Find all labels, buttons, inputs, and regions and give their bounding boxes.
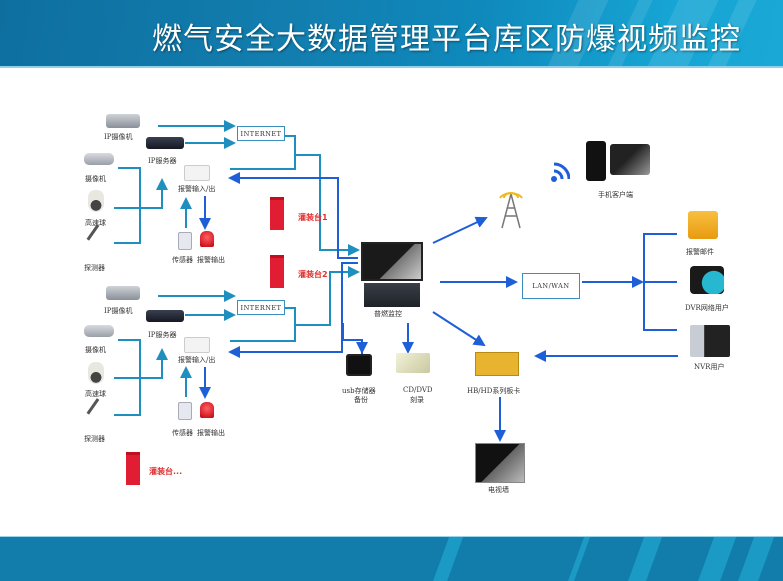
mobile-client-label: 手机客户端 [598, 191, 633, 199]
alarm-output-label: 报警输出 [197, 429, 225, 437]
tv-wall-icon [475, 443, 525, 483]
filling-station-label: 灌装台... [149, 467, 183, 476]
speed-dome-label: 高速球 [85, 219, 106, 227]
usb-storage-label: usb存储器 [342, 387, 376, 395]
ip-camera-icon [106, 286, 140, 300]
alarm-io-label: 报警输入/出 [178, 185, 216, 193]
internet-box: INTERNET [237, 300, 285, 315]
nvr-user-label: NVR用户 [694, 363, 725, 371]
alarm-light-icon [200, 402, 214, 418]
alarm-mail-icon [688, 211, 718, 239]
speed-dome-label: 高速球 [85, 390, 106, 398]
header-banner: 燃气安全大数据管理平台库区防爆视频监控 [0, 0, 783, 68]
tv-wall-label: 电视墙 [488, 486, 509, 494]
internet-box: INTERNET [237, 126, 285, 141]
alarm-io-label: 报警输入/出 [178, 356, 216, 364]
alarm-light-icon [200, 231, 214, 247]
alarm-io-icon [184, 337, 210, 353]
camera-label: 摄像机 [85, 175, 106, 183]
monitor-screen-icon [361, 242, 423, 281]
alarm-output-label: 报警输出 [197, 256, 225, 264]
sensor-icon [178, 232, 192, 250]
page-title: 燃气安全大数据管理平台库区防爆视频监控 [152, 22, 741, 57]
dvr-user-icon [690, 266, 724, 294]
filling-station-icon [126, 452, 140, 485]
cell-tower-icon [496, 188, 526, 230]
filling-station-label: 灌装台2 [298, 270, 328, 279]
footer-banner [0, 536, 783, 581]
camera-icon [84, 153, 114, 165]
filling-station-icon [270, 255, 284, 288]
monitor-label: 普燃监控 [374, 310, 402, 318]
detector-label: 探测器 [84, 435, 105, 443]
alarm-mail-label: 报警邮件 [686, 248, 714, 256]
capture-card-icon [475, 352, 519, 376]
lan-wan-box: LAN/WAN [522, 273, 580, 299]
wireless-signal-icon [550, 160, 571, 184]
tablet-icon [610, 144, 650, 175]
capture-card-label: HB/HD系列板卡 [467, 387, 521, 395]
sensor-label: 传感器 [172, 256, 193, 264]
ip-camera-label: IP摄像机 [104, 133, 133, 141]
sensor-label: 传感器 [172, 429, 193, 437]
server-chassis-icon [364, 283, 420, 307]
camera-icon [84, 325, 114, 337]
ip-camera-label: IP摄像机 [104, 307, 133, 315]
cd-dvd-icon [396, 353, 430, 373]
cd-dvd-label-2: 刻录 [410, 396, 424, 404]
dvr-user-label: DVR网络用户 [685, 304, 729, 312]
speed-dome-icon [88, 362, 104, 384]
sensor-icon [178, 402, 192, 420]
ip-server-label: IP服务器 [148, 331, 177, 339]
cd-dvd-label: CD/DVD [403, 386, 433, 394]
ip-server-icon [146, 137, 184, 149]
ip-server-label: IP服务器 [148, 157, 177, 165]
ip-camera-icon [106, 114, 140, 128]
filling-station-label: 灌装台1 [298, 213, 328, 222]
usb-storage-icon [346, 354, 372, 376]
filling-station-icon [270, 197, 284, 230]
nvr-user-icon [690, 325, 730, 357]
mobile-phone-icon [586, 141, 606, 181]
usb-storage-label-2: 备份 [354, 396, 368, 404]
ip-server-icon [146, 310, 184, 322]
detector-label: 探测器 [84, 264, 105, 272]
speed-dome-icon [88, 190, 104, 212]
camera-label: 摄像机 [85, 346, 106, 354]
alarm-io-icon [184, 165, 210, 181]
